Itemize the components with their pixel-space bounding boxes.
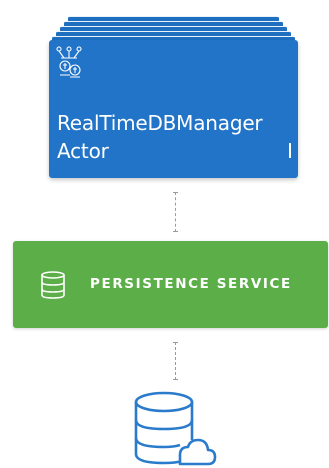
- cloud-database-icon: [134, 391, 217, 466]
- database-icon: [41, 271, 65, 299]
- connector-actor-persistence: [173, 192, 178, 232]
- persistence-label: PERSISTENCE SERVICE: [90, 276, 292, 292]
- actor-title: RealTimeDBManager Actor: [57, 109, 263, 165]
- connector-cap: [173, 192, 178, 193]
- connector-persistence-storage: [173, 342, 178, 380]
- persistence-node[interactable]: PERSISTENCE SERVICE: [13, 241, 328, 328]
- connector-cap: [173, 342, 178, 343]
- connector-cap: [173, 231, 178, 232]
- connector-cap: [173, 379, 178, 380]
- actor-network-icon: [56, 46, 82, 78]
- actor-node[interactable]: RealTimeDBManager Actor: [49, 40, 298, 178]
- text-cursor: [289, 143, 291, 158]
- actor-title-line1: RealTimeDBManager: [57, 111, 263, 135]
- actor-title-line2: Actor: [57, 139, 109, 163]
